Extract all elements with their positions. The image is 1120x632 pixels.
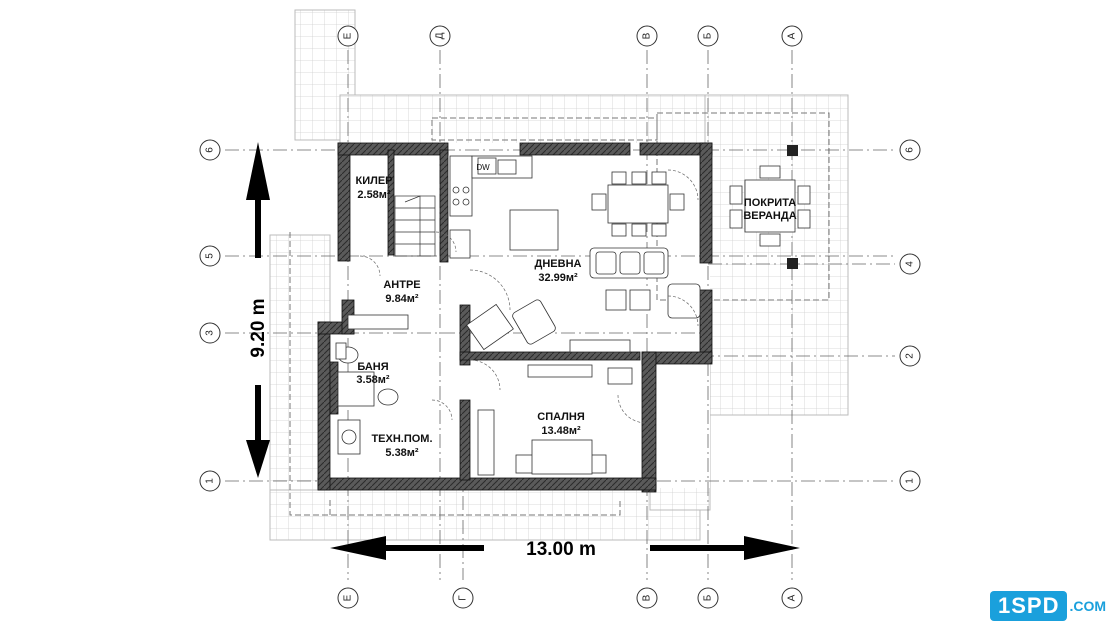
room-name-antre: АНТРЕ <box>383 279 420 291</box>
room-name-veranda-line2: ВЕРАНДА <box>743 210 796 222</box>
axis-label-right-2: 4 <box>905 261 916 267</box>
dimension-width: 13.00 m <box>526 539 596 560</box>
horizontal-dimension-arrow <box>330 536 800 560</box>
dining-set <box>591 171 685 237</box>
walls <box>317 142 713 493</box>
axis-label-bottom-4: Б <box>703 594 714 601</box>
room-name-spalnya: СПАЛНЯ <box>537 411 585 423</box>
room-area-antre: 9.84м² <box>385 293 419 305</box>
axis-label-top-3: В <box>642 32 653 39</box>
logo-mark: 1SPD <box>990 591 1068 621</box>
room-name-dnevna: ДНЕВНА <box>535 258 582 270</box>
axis-label-bottom-3: В <box>642 594 653 601</box>
site-logo[interactable]: 1SPD .COM <box>990 586 1116 626</box>
logo-domain: .COM <box>1069 598 1107 614</box>
room-area-dnevna: 32.99м² <box>538 272 578 284</box>
veranda-columns <box>787 145 798 269</box>
room-area-spalnya: 13.48м² <box>541 425 581 437</box>
dishwasher-label: DW <box>476 163 490 172</box>
axis-label-left-1: 6 <box>205 147 216 153</box>
room-name-veranda-line1: ПОКРИТА <box>744 197 796 209</box>
axis-label-bottom-5: А <box>787 594 798 601</box>
room-name-banya: БАНЯ <box>357 361 388 373</box>
axis-label-left-4: 1 <box>205 478 216 484</box>
kitchen <box>449 155 559 259</box>
axis-label-top-2: Д <box>435 32 446 39</box>
axis-bubbles <box>199 25 921 609</box>
axis-label-left-2: 5 <box>205 253 216 259</box>
room-area-banya: 3.58м² <box>356 374 390 386</box>
axis-label-bottom-1: Е <box>343 594 354 601</box>
axis-label-right-1: 6 <box>905 147 916 153</box>
vertical-dimension-arrow <box>246 142 270 478</box>
axis-label-top-4: Б <box>703 32 714 39</box>
tech-room-fixtures <box>337 419 361 455</box>
axis-label-top-5: А <box>787 32 798 39</box>
axis-label-left-3: 3 <box>205 330 216 336</box>
veranda-dining-set <box>729 165 811 247</box>
axis-label-right-4: 1 <box>905 478 916 484</box>
dimension-height: 9.20 m <box>248 298 269 357</box>
axis-label-right-3: 2 <box>905 353 916 359</box>
staircase <box>394 195 436 257</box>
room-name-kiler: КИЛЕР <box>355 175 392 187</box>
room-name-tehpom: ТЕХН.ПОМ. <box>371 433 432 445</box>
bedroom-furniture <box>477 364 633 476</box>
axis-label-bottom-2: Г <box>458 595 469 601</box>
room-area-tehpom: 5.38м² <box>385 447 419 459</box>
bathroom-fixtures <box>335 314 409 407</box>
axis-label-top-1: Е <box>343 32 354 39</box>
room-area-kiler: 2.58м² <box>357 189 391 201</box>
door-swings <box>359 169 699 424</box>
